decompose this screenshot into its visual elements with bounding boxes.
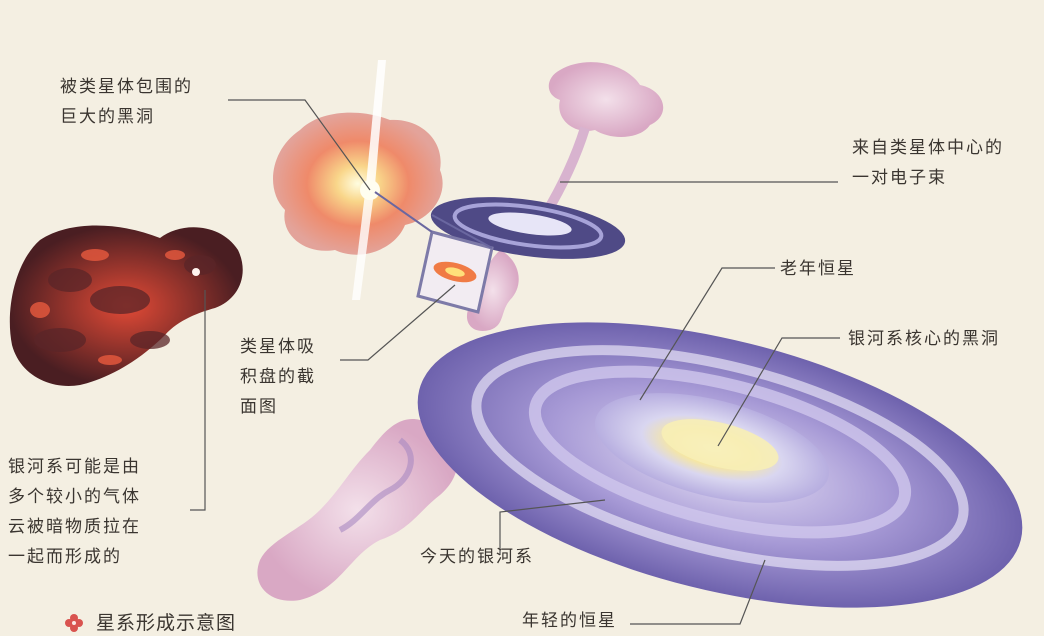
label-today-galaxy: 今天的银河系 [420, 542, 534, 572]
label-accretion-section: 类星体吸 积盘的截 面图 [240, 332, 316, 422]
figure-caption: 星系形成示意图 [96, 608, 236, 635]
label-quasar-black-hole: 被类星体包围的 巨大的黑洞 [60, 72, 193, 132]
label-old-stars: 老年恒星 [780, 254, 856, 284]
label-gas-clouds: 银河系可能是由 多个较小的气体 云被暗物质拉在 一起而形成的 [8, 452, 141, 572]
label-electron-beams: 来自类星体中心的 一对电子束 [852, 133, 1004, 193]
label-core-black-hole: 银河系核心的黑洞 [848, 324, 1000, 354]
label-young-stars: 年轻的恒星 [522, 608, 617, 634]
trailing-cloud-shape [257, 419, 457, 601]
caption-text: 星系形成示意图 [96, 608, 236, 635]
quasar-cloud-shape [273, 60, 443, 300]
gas-cloud-shape [10, 226, 243, 386]
flower-mark-icon [65, 614, 83, 632]
electron-jet-shape [545, 62, 663, 215]
